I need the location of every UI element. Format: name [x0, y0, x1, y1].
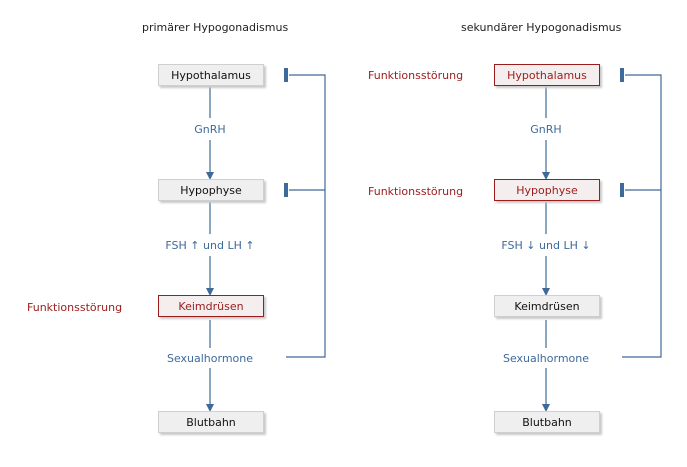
dysfunction-label-right-hypophyse: Funktionsstörung — [368, 185, 464, 198]
edge-label-right-gnrh: GnRH — [530, 123, 562, 136]
node-right-keimdruesen: Keimdrüsen — [494, 295, 600, 317]
edge-label-right-sexualhormone: Sexualhormone — [502, 352, 590, 365]
inhibition-bar-right-hypothalamus — [620, 68, 624, 82]
feedback-loop-left — [286, 74, 326, 358]
node-left-hypothalamus: Hypothalamus — [158, 64, 264, 86]
inhibition-bar-right-hypophyse — [620, 183, 624, 197]
diagram-title-right: sekundärer Hypogonadismus — [461, 21, 622, 34]
edge-label-left-fsh-lh: FSH ↑ und LH ↑ — [165, 239, 255, 252]
node-left-blutbahn: Blutbahn — [158, 411, 264, 433]
edge-label-left-gnrh: GnRH — [194, 123, 226, 136]
inhibition-bar-left-hypophyse — [284, 183, 288, 197]
node-left-keimdruesen: Keimdrüsen — [158, 295, 264, 317]
diagram-title-left: primärer Hypogonadismus — [142, 21, 289, 34]
node-right-hypophyse: Hypophyse — [494, 179, 600, 201]
node-left-hypophyse: Hypophyse — [158, 179, 264, 201]
dysfunction-label-right-hypothalamus: Funktionsstörung — [368, 69, 464, 82]
edge-label-left-sexualhormone: Sexualhormone — [166, 352, 254, 365]
dysfunction-label-left-keimdruesen: Funktionsstörung — [27, 301, 123, 314]
node-right-blutbahn: Blutbahn — [494, 411, 600, 433]
edge-label-right-fsh-lh: FSH ↓ und LH ↓ — [501, 239, 591, 252]
inhibition-bar-left-hypothalamus — [284, 68, 288, 82]
node-right-hypothalamus: Hypothalamus — [494, 64, 600, 86]
feedback-loop-right — [622, 74, 662, 358]
